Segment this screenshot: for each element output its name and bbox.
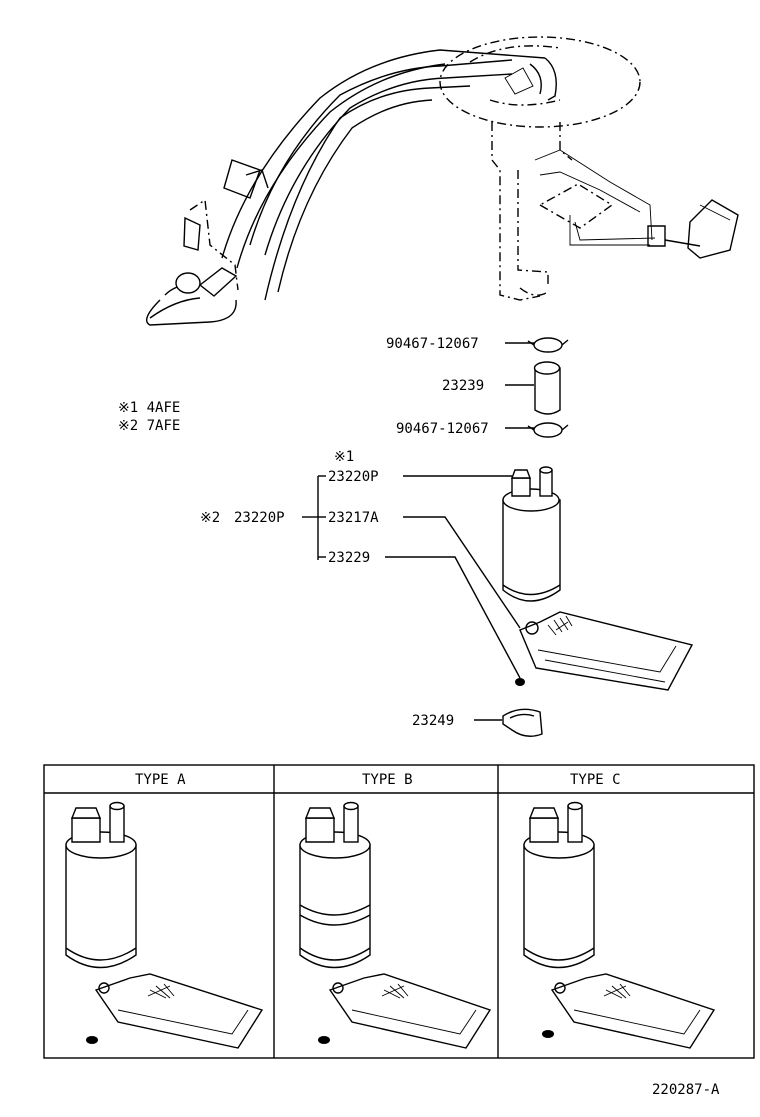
fuel-filter-main (519, 611, 694, 691)
diagram-id: 220287-A (652, 1082, 720, 1098)
fuel-pump-main (502, 466, 561, 602)
label-pump: 23217A (328, 510, 379, 526)
type-table (43, 764, 755, 1059)
variant-mark-1: ※1 (334, 449, 354, 465)
pump-cushion (474, 708, 543, 737)
pump-type-b (299, 801, 492, 1049)
type-b-label: TYPE B (362, 772, 413, 788)
label-filter: 23229 (328, 550, 370, 566)
pump-type-c (523, 801, 716, 1049)
label-hose: 23239 (442, 378, 484, 394)
clamp-bottom (505, 422, 569, 438)
pump-type-a (65, 801, 264, 1049)
leader-lines (302, 475, 521, 679)
hose-23239 (505, 361, 561, 415)
filter-clip (515, 678, 525, 686)
legend-line-2: ※2 7AFE (118, 418, 180, 434)
clamp-top (505, 337, 569, 353)
type-a-label: TYPE A (135, 772, 186, 788)
alt-pump-mark: ※2 (200, 510, 220, 526)
label-clamp-top: 90467-12067 (386, 336, 479, 352)
label-cushion: 23249 (412, 713, 454, 729)
fuel-gauge-assembly (146, 36, 739, 326)
alt-pump-code: 23220P (234, 510, 285, 526)
type-c-label: TYPE C (570, 772, 621, 788)
label-clamp-bottom: 90467-12067 (396, 421, 489, 437)
label-pump-assy: 23220P (328, 469, 379, 485)
legend-line-1: ※1 4AFE (118, 400, 180, 416)
